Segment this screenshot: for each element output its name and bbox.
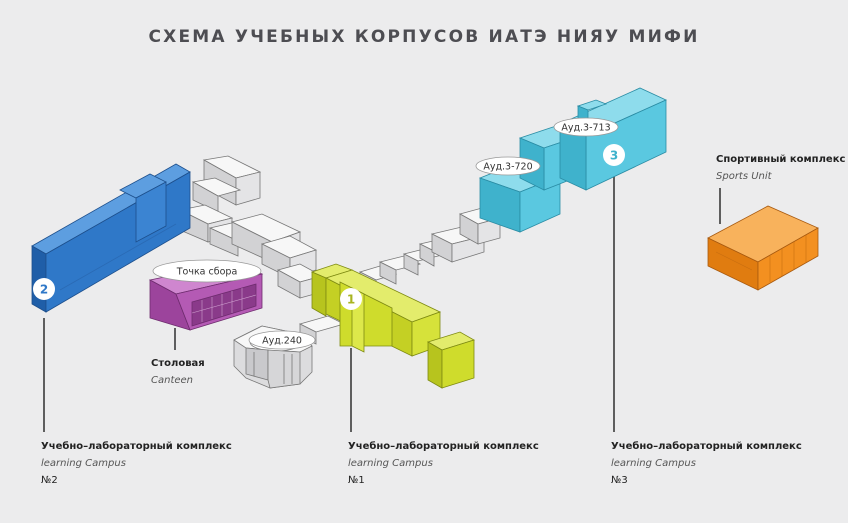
- tag-label: Ауд.3-720: [483, 162, 532, 173]
- label-name: Столовая: [151, 358, 205, 369]
- label-sports: Спортивный комплекс Sports Unit: [716, 151, 845, 185]
- tag-label: Ауд.3-713: [561, 123, 610, 134]
- page-title: СХЕМА УЧЕБНЫХ КОРПУСОВ ИАТЭ НИЯУ МИФИ: [148, 27, 700, 47]
- badge-building-1[interactable]: 1: [340, 288, 362, 310]
- label-canteen: Столовая Canteen: [151, 355, 205, 389]
- label-number: №2: [41, 475, 58, 486]
- tag-assembly-point[interactable]: Точка сбора: [152, 259, 262, 283]
- label-name: Учебно–лабораторный комплекс: [611, 441, 802, 452]
- label-name: Спортивный комплекс: [716, 154, 846, 165]
- sports-building: [707, 205, 819, 291]
- tag-aud-3-720[interactable]: Ауд.3-720: [475, 156, 541, 176]
- label-number: №3: [611, 475, 628, 486]
- building-2: [31, 163, 191, 313]
- label-building-1: Учебно–лабораторный комплекс learning Ca…: [348, 438, 539, 489]
- badge-number: 2: [40, 283, 48, 297]
- badge-building-2[interactable]: 2: [33, 278, 55, 300]
- badge-number: 3: [610, 149, 618, 163]
- label-name-en: learning Campus: [611, 458, 696, 469]
- tag-label: Точка сбора: [176, 267, 238, 278]
- connector-buildings: [178, 155, 502, 345]
- label-name-en: learning Campus: [41, 458, 126, 469]
- label-name: Учебно–лабораторный комплекс: [348, 441, 539, 452]
- leader-lines: [43, 165, 721, 432]
- label-number: №1: [348, 475, 365, 486]
- tag-label: Ауд.240: [262, 336, 302, 347]
- tag-aud-240[interactable]: Ауд.240: [248, 330, 316, 350]
- badge-number: 1: [347, 293, 355, 307]
- label-name-en: Sports Unit: [716, 171, 772, 182]
- label-name: Учебно–лабораторный комплекс: [41, 441, 232, 452]
- label-building-2: Учебно–лабораторный комплекс learning Ca…: [41, 438, 232, 489]
- label-name-en: learning Campus: [348, 458, 433, 469]
- label-building-3: Учебно–лабораторный комплекс learning Ca…: [611, 438, 802, 489]
- label-name-en: Canteen: [151, 375, 194, 386]
- badge-building-3[interactable]: 3: [603, 144, 625, 166]
- tag-aud-3-713[interactable]: Ауд.3-713: [553, 117, 619, 137]
